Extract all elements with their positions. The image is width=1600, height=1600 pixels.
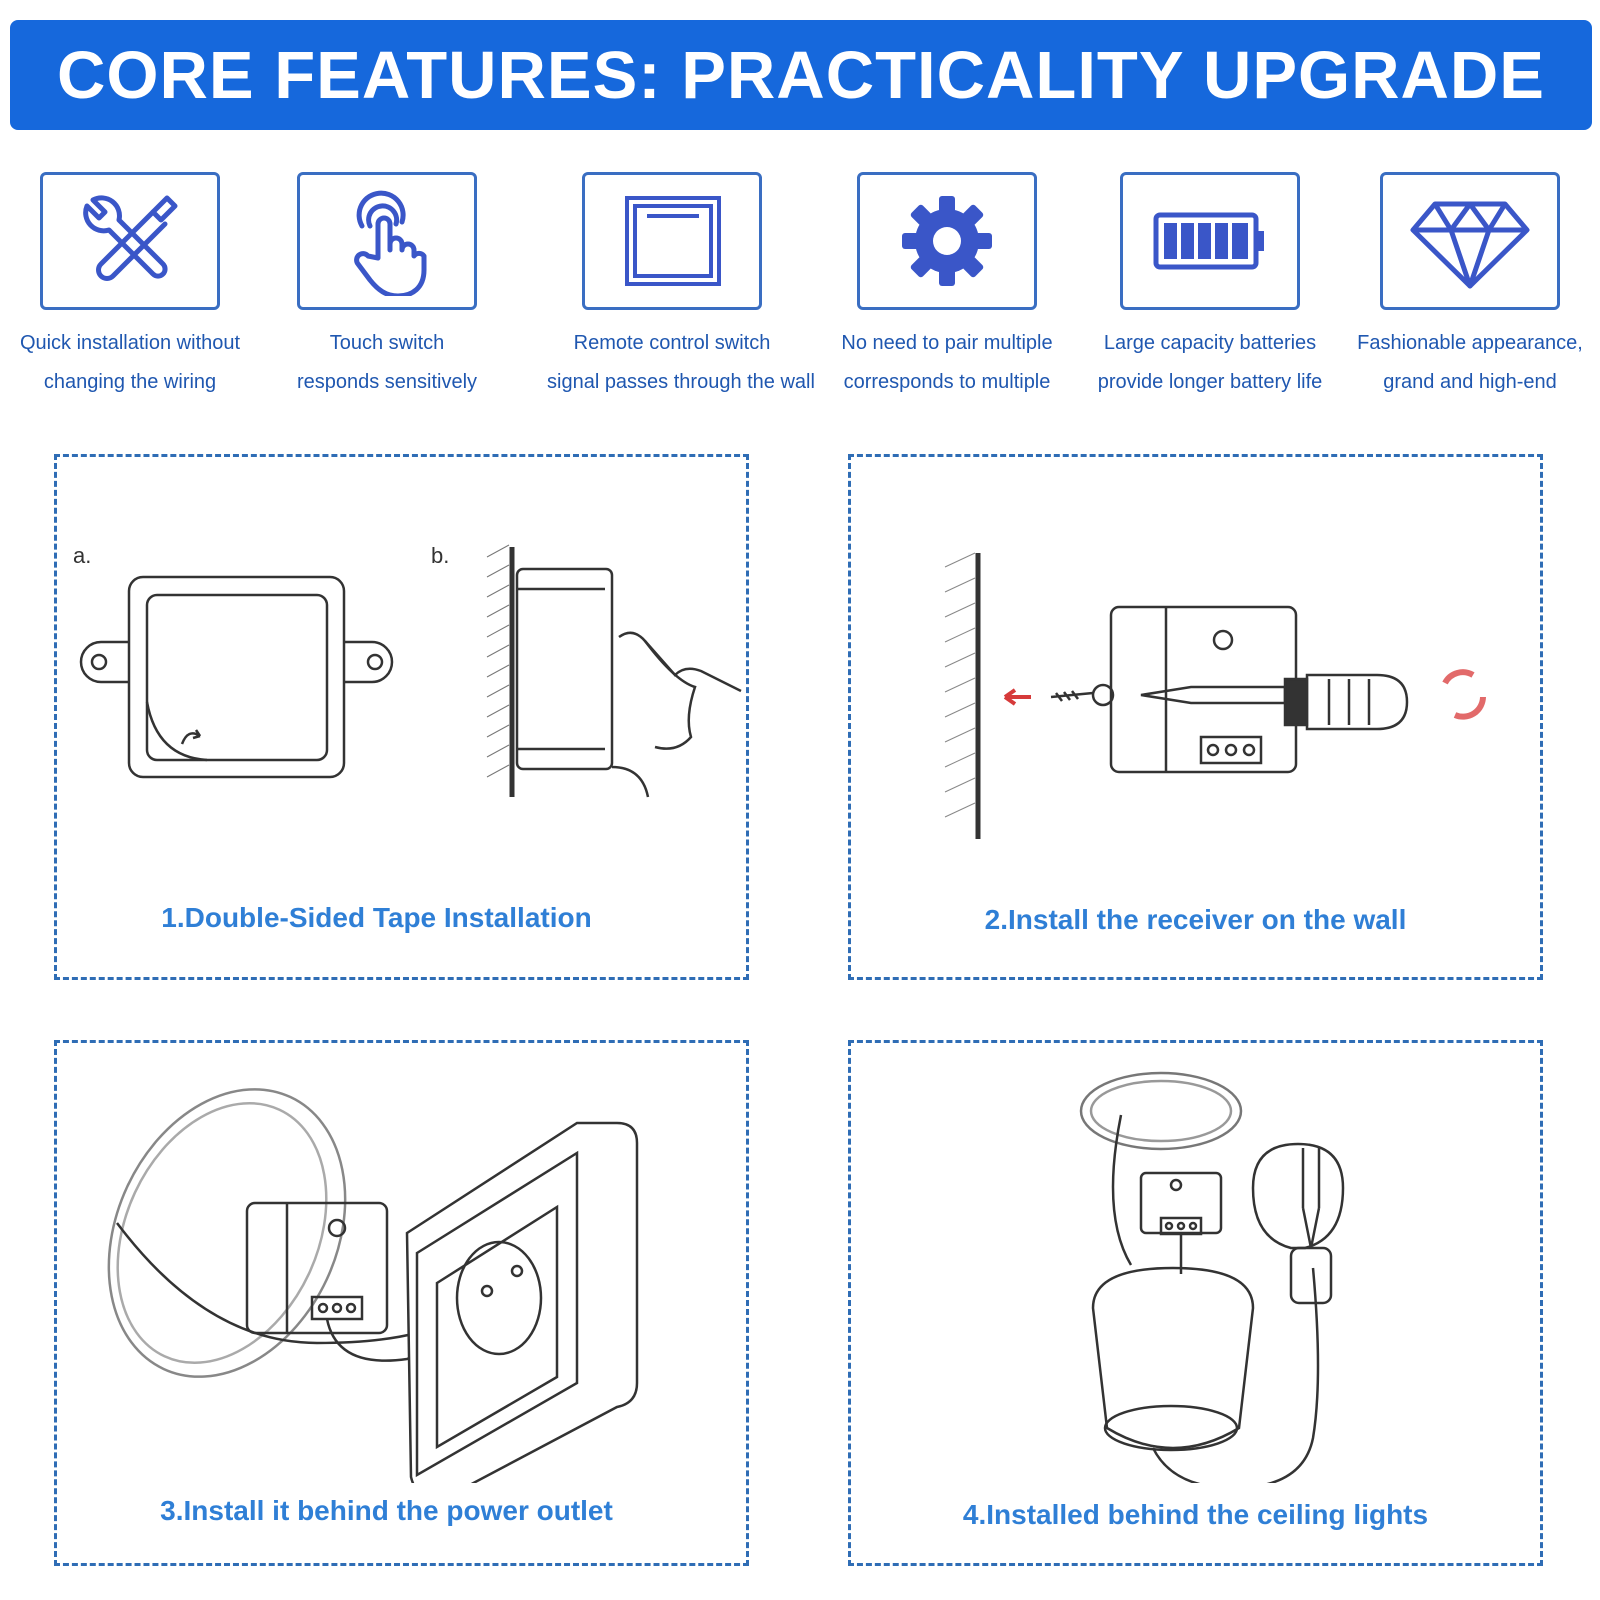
feature-line2: signal passes through the wall [547,371,815,393]
panel-caption: 2.Install the receiver on the wall [984,904,1407,935]
outlet-install-illustration [107,1088,639,1483]
feature-line2: corresponds to multiple [843,371,1051,393]
feature-line2: grand and high-end [1383,371,1557,393]
ceiling-install-illustration [1079,1071,1345,1483]
panel-ceiling-install: 4.Installed behind the ceiling lights [848,1040,1543,1566]
tape-install-illustration: a. b. [73,543,742,798]
feature-line2: provide longer battery life [1097,371,1323,393]
panel-caption: 1.Double-Sided Tape Installation [161,902,592,933]
battery-icon [1120,172,1300,310]
diamond-icon [1380,172,1560,310]
panel-wall-install: 2.Install the receiver on the wall [848,454,1543,980]
page-title: CORE FEATURES: PRACTICALITY UPGRADE [57,37,1545,113]
panel-tape-install: a. b. 1.Double-Sided Tape Installation [54,454,749,980]
feature-line2: responds sensitively [296,371,478,393]
feature-quick-install: Quick installation without changing the … [5,172,255,402]
feature-line1: Quick installation without [19,332,241,354]
switch-panel-icon [582,172,762,310]
feature-line1: Large capacity batteries [1103,332,1317,354]
feature-touch-switch: Touch switch responds sensitively [262,172,512,402]
feature-appearance: Fashionable appearance, grand and high-e… [1345,172,1595,402]
wall-install-illustration [944,552,1486,839]
touch-hand-icon [297,172,477,310]
label-a: a. [73,543,91,568]
panel-caption: 3.Install it behind the power outlet [160,1495,613,1526]
feature-line1: Fashionable appearance, [1357,332,1583,354]
gear-icon [857,172,1037,310]
header-banner: CORE FEATURES: PRACTICALITY UPGRADE [10,20,1592,130]
feature-line1: Remote control switch [573,332,771,354]
feature-battery: Large capacity batteries provide longer … [1085,172,1335,402]
feature-remote-control: Remote control switch signal passes thro… [547,172,815,402]
label-b: b. [431,543,449,568]
panel-caption: 4.Installed behind the ceiling lights [962,1499,1429,1530]
feature-line1: No need to pair multiple [841,332,1053,354]
feature-multi-pair: No need to pair multiple corresponds to … [822,172,1072,402]
feature-line2: changing the wiring [43,371,217,393]
tools-icon [40,172,220,310]
panel-outlet-install: 3.Install it behind the power outlet [54,1040,749,1566]
feature-line1: Touch switch [329,332,445,354]
